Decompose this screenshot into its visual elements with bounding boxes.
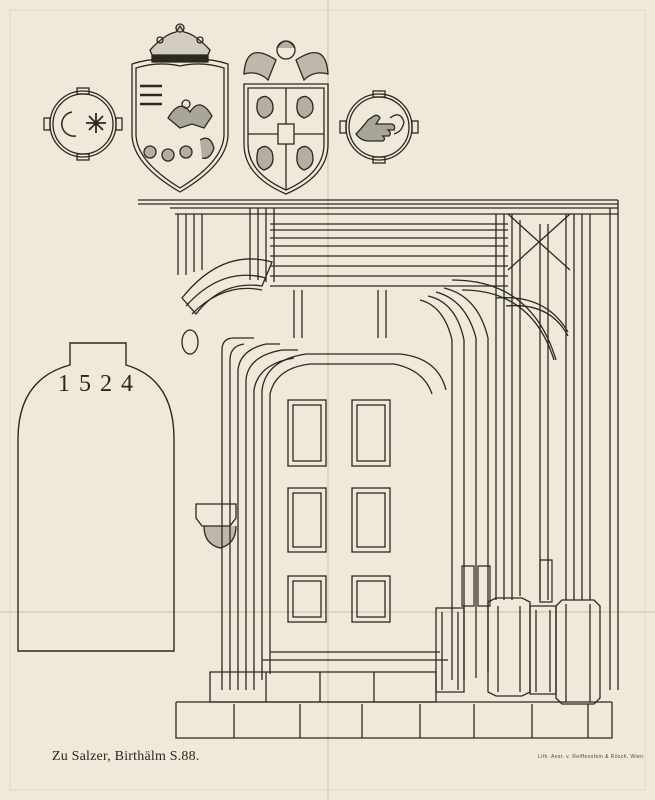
date-tablet [17, 342, 175, 652]
printer-mark: Lith. Anst. v. Reiffenstein & Rösch, Wie… [538, 754, 644, 760]
crescent-star-roundel-icon [43, 87, 123, 161]
door-archway [221, 287, 489, 690]
right-rib-bundle [451, 213, 591, 600]
date-inscription: 1524 [58, 371, 142, 397]
portal-cornice [138, 199, 619, 690]
hand-roundel-icon [339, 90, 419, 164]
door-leaf [262, 399, 448, 661]
column-bases [435, 559, 601, 705]
entrance-steps [175, 671, 613, 739]
crowned-eagle-shield-icon [131, 23, 229, 193]
plate-caption: Zu Salzer, Birthälm S.88. [52, 749, 200, 764]
left-rib-bundle [177, 208, 275, 355]
angel-quartered-shield-icon [243, 40, 329, 195]
carved-corbel [195, 503, 237, 549]
